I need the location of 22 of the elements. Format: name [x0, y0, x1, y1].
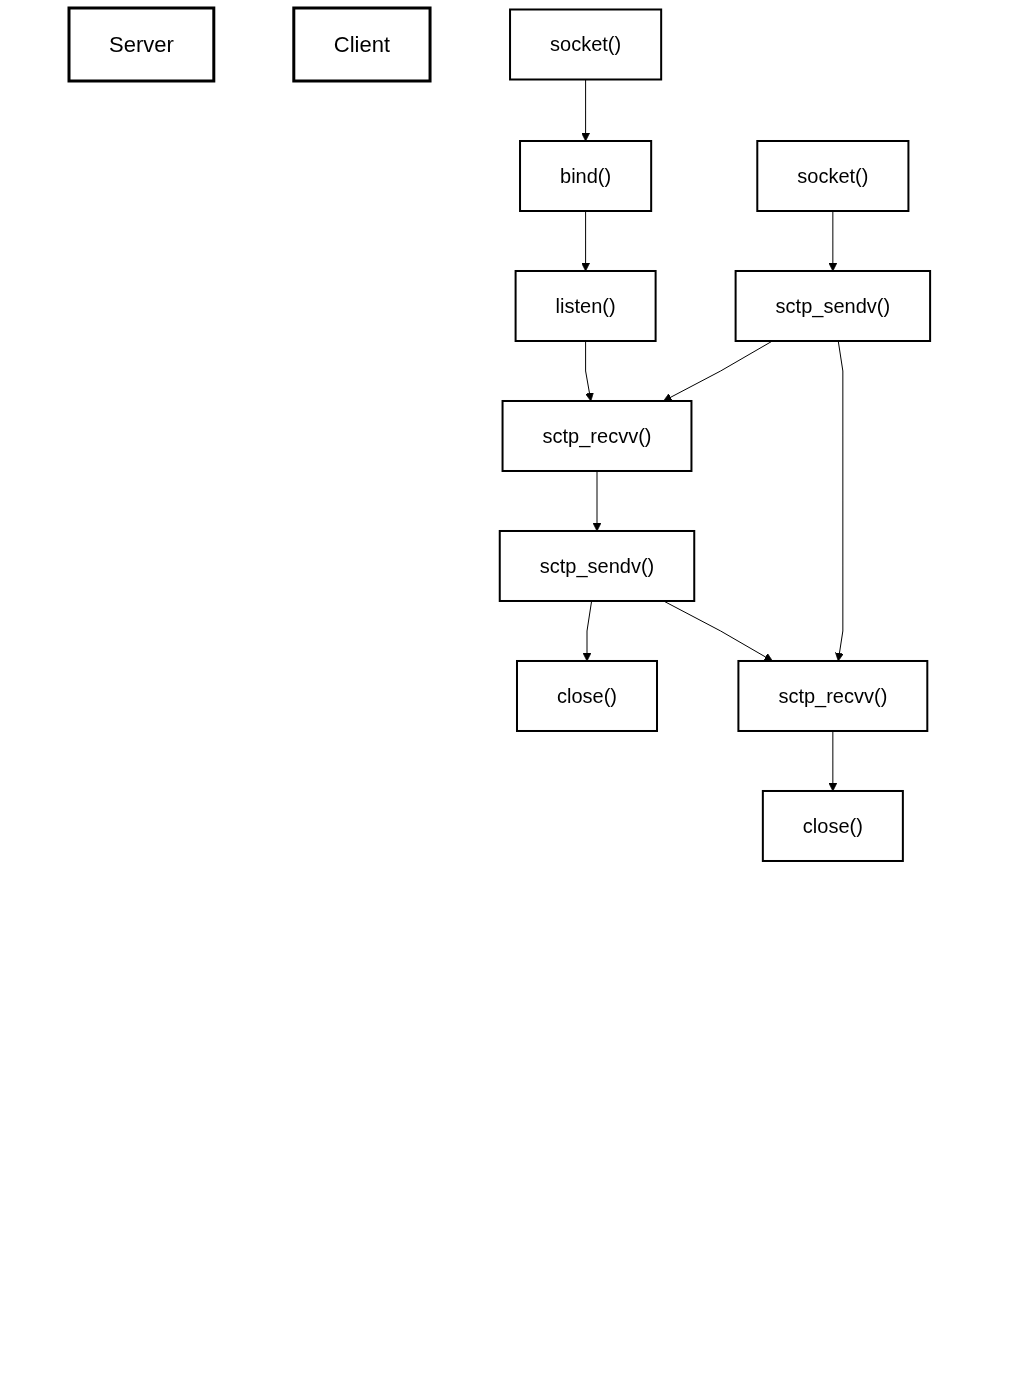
node-box: socket()	[756, 140, 910, 212]
arrow	[663, 600, 774, 662]
arrow	[581, 210, 591, 272]
node-box: Client	[292, 6, 432, 83]
node-box: sctp_sendv()	[735, 270, 932, 342]
arrow	[585, 340, 595, 402]
node-box: listen()	[515, 270, 658, 342]
node-box: Server	[67, 6, 216, 83]
arrow	[583, 600, 593, 662]
node-box: sctp_sendv()	[499, 530, 696, 602]
node-box: sctp_recvv()	[502, 400, 693, 472]
node-box: socket()	[509, 8, 663, 81]
arrow	[581, 79, 591, 142]
node-box: close()	[516, 660, 659, 732]
arrow	[828, 210, 838, 272]
node-box: close()	[762, 790, 905, 862]
node-box: bind()	[519, 140, 653, 212]
arrow	[828, 730, 838, 792]
arrow	[835, 340, 845, 662]
arrow	[663, 340, 774, 402]
arrow	[593, 470, 602, 532]
node-box: sctp_recvv()	[737, 660, 929, 732]
